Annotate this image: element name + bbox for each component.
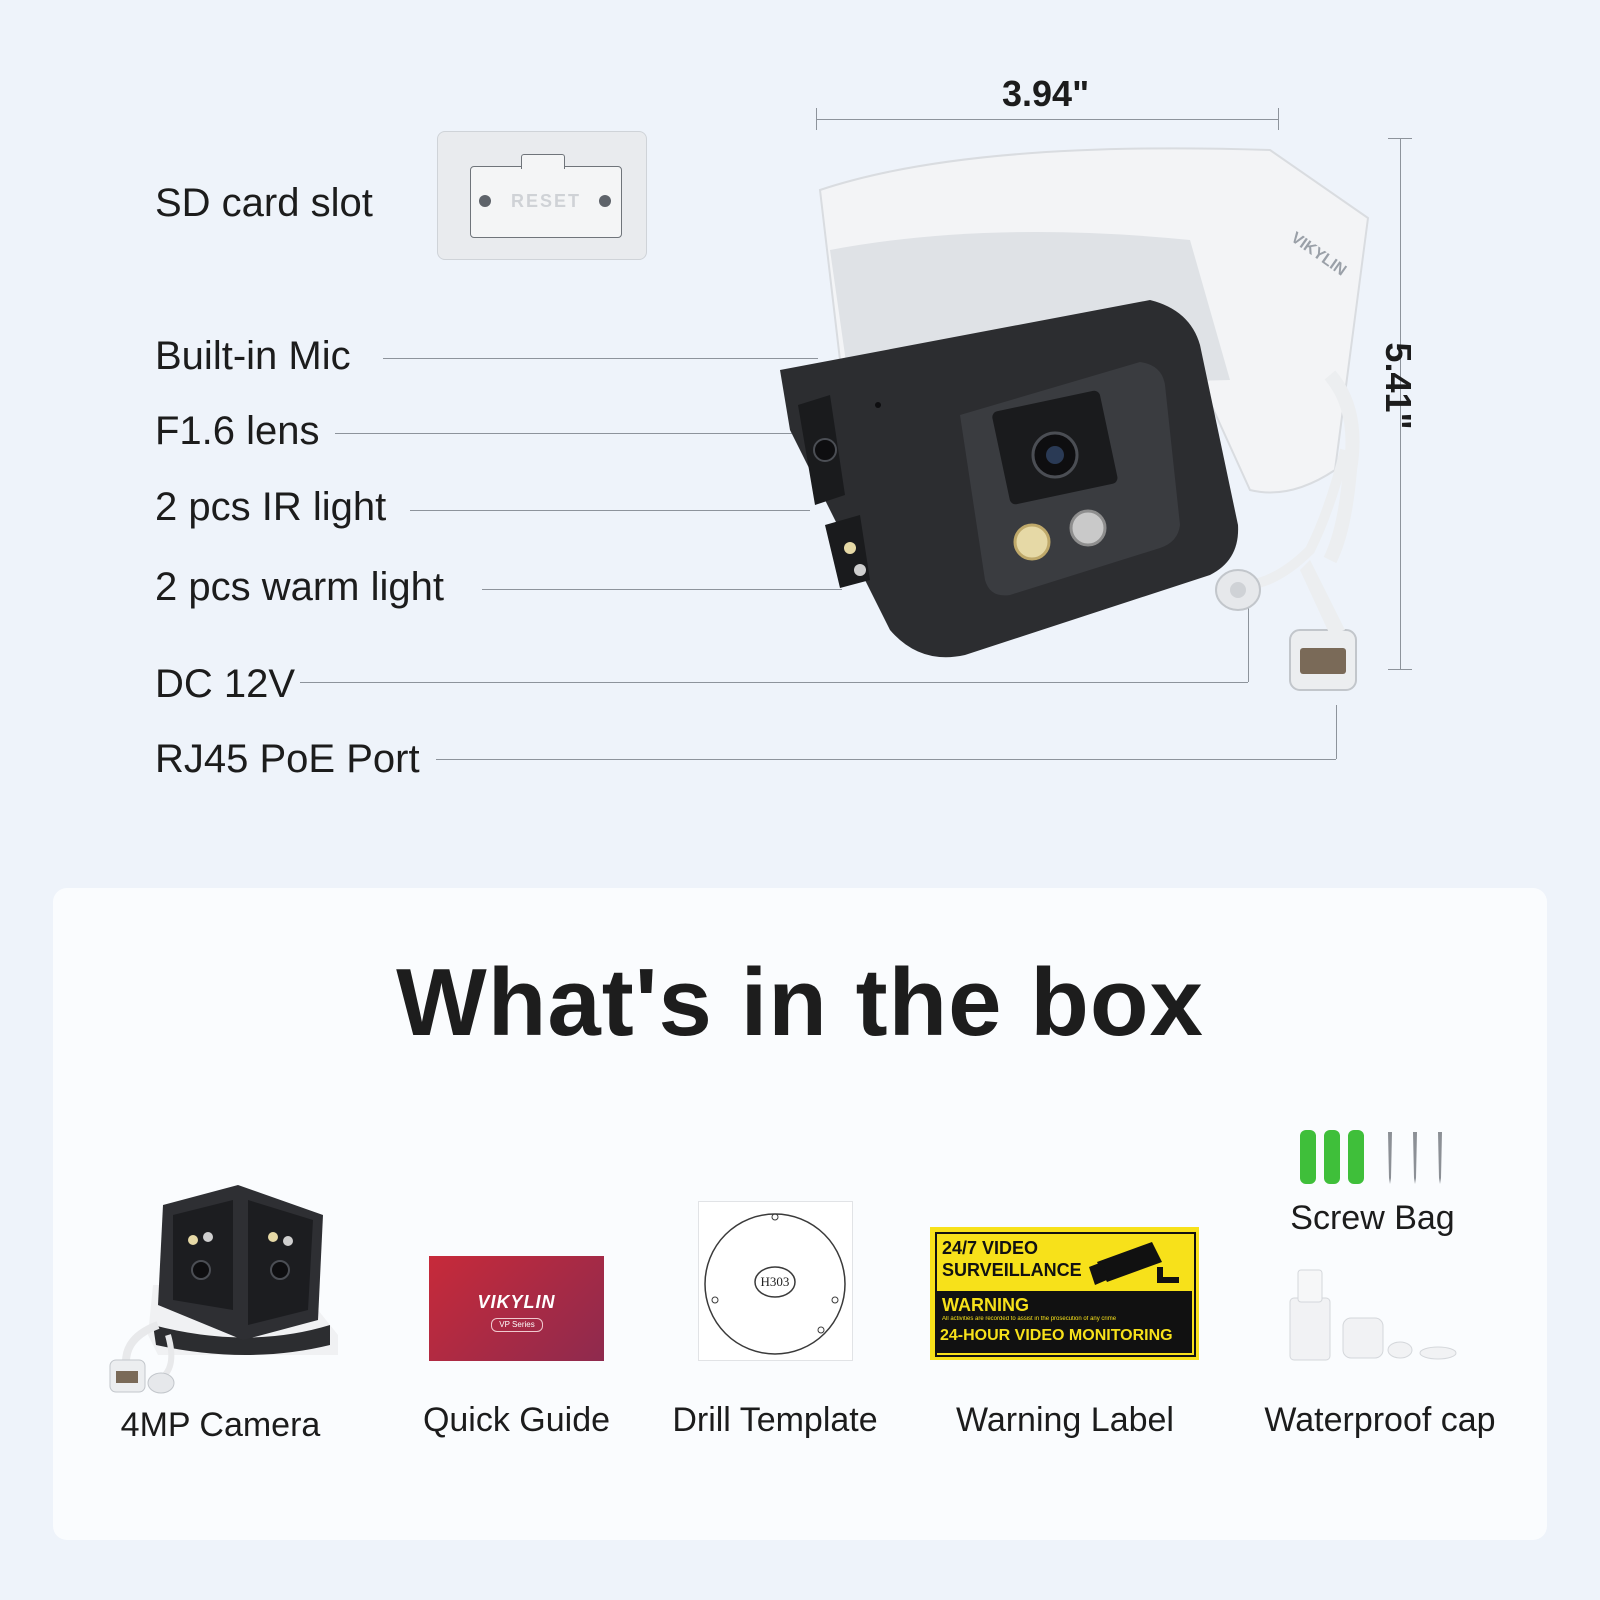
- reset-text: RESET: [511, 191, 582, 211]
- screw-icon: [599, 195, 611, 207]
- width-dimension-tick: [816, 108, 817, 130]
- warning-line-2: SURVEILLANCE: [942, 1260, 1082, 1280]
- leader-line-ir: [410, 510, 810, 511]
- height-dimension-tick: [1388, 669, 1412, 670]
- leader-line-dc: [300, 682, 1248, 683]
- sd-slot-cover: RESET: [470, 166, 622, 238]
- width-dimension-line: [816, 119, 1278, 120]
- camera-thumbnail: [109, 1185, 338, 1394]
- screw-bag-contents: [1300, 1130, 1442, 1184]
- label-ir-light: 2 pcs IR light: [155, 485, 387, 529]
- warning-line-1: 24/7 VIDEO: [942, 1238, 1039, 1258]
- warning-label-sign: 24/7 VIDEO SURVEILLANCE WARNING All acti…: [930, 1227, 1199, 1360]
- warning-fine-print: All activities are recorded to assist in…: [942, 1316, 1117, 1322]
- screw-icon: [479, 195, 491, 207]
- sd-slot-tab: [521, 154, 565, 169]
- leader-line-mic: [383, 358, 818, 359]
- width-dimension: 3.94": [1002, 73, 1090, 114]
- sd-card-slot-closeup: RESET: [437, 131, 647, 260]
- guide-brand: VIKYLIN: [477, 1292, 556, 1312]
- quick-guide-booklet: VIKYLIN VP Series: [429, 1256, 604, 1361]
- warning-line-4: 24-HOUR VIDEO MONITORING: [940, 1327, 1173, 1344]
- label-rj45-port: RJ45 PoE Port: [155, 737, 420, 781]
- drill-template-sheet: H303: [698, 1201, 853, 1361]
- item-label-quick-guide: Quick Guide: [422, 1401, 611, 1439]
- leader-line-lens: [335, 433, 795, 434]
- item-label-waterproof-cap: Waterproof cap: [1264, 1401, 1496, 1439]
- leader-line-warm: [482, 589, 842, 590]
- camera-illustration: VIKYLIN: [780, 147, 1370, 691]
- box-title: What's in the box: [396, 949, 1204, 1056]
- item-label-screw-bag: Screw Bag: [1290, 1199, 1455, 1237]
- cctv-camera-icon: [1089, 1242, 1179, 1285]
- item-label-drill-template: Drill Template: [672, 1401, 878, 1439]
- label-warm-light: 2 pcs warm light: [155, 565, 444, 609]
- item-label-warning-label: Warning Label: [956, 1401, 1174, 1439]
- width-dimension-tick: [1278, 108, 1279, 130]
- item-label-camera: 4MP Camera: [120, 1406, 321, 1444]
- waterproof-cap-parts: [1289, 1269, 1457, 1361]
- warning-black-band: [937, 1291, 1192, 1353]
- label-dc-12v: DC 12V: [155, 662, 296, 706]
- leader-line-rj45: [436, 759, 1336, 760]
- label-built-in-mic: Built-in Mic: [155, 334, 351, 378]
- drill-template-circle: [704, 1213, 846, 1355]
- leader-line-rj45-vertical: [1336, 705, 1337, 759]
- leader-line-dc-vertical: [1248, 608, 1249, 682]
- template-code: H303: [760, 1274, 790, 1289]
- height-dimension-line: [1400, 138, 1401, 669]
- label-sd-card-slot: SD card slot: [155, 181, 373, 225]
- warning-line-3: WARNING: [942, 1295, 1029, 1315]
- height-dimension-tick: [1388, 138, 1412, 139]
- label-lens: F1.6 lens: [155, 409, 320, 453]
- guide-series: VP Series: [491, 1318, 543, 1332]
